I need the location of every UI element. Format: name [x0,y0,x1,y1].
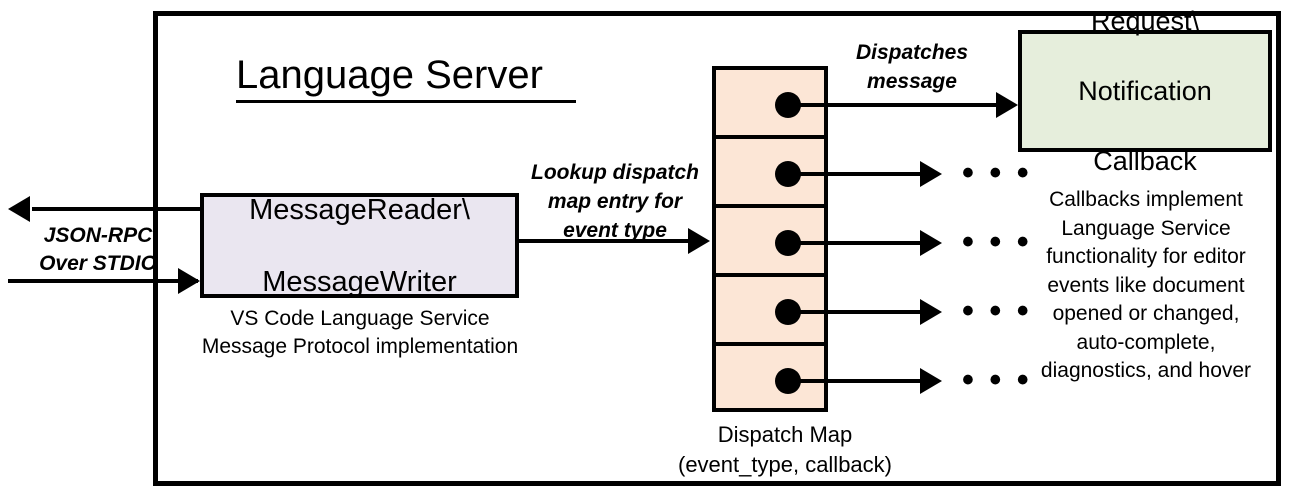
outbound-arrow-head [8,196,30,222]
message-caption-line1: VS Code Language Service [230,307,490,330]
lookup-label-line1: Lookup dispatch [531,161,699,184]
dispatch-map-cell-4[interactable] [716,277,824,346]
transport-label: JSON-RPC Over STDIO [18,222,178,278]
message-reader-writer-line1: MessageReader\ [249,193,470,226]
lookup-edge-label: Lookup dispatch map entry for event type [520,158,710,245]
callback-box-line2: Notification [1078,75,1212,106]
callback-caption-line1: Callbacks implement [1049,188,1243,211]
dispatch-label-line2: message [867,70,957,93]
message-caption-line2: Message Protocol implementation [201,335,519,358]
dispatch-edge-line-4 [795,310,923,314]
dispatch-edge-line-5 [795,379,923,383]
request-notification-callback-box[interactable]: Request\ Notification Callback [1018,6,1272,176]
dispatch-edge-line-2 [795,172,923,176]
dispatch-edge-arrow-1 [996,92,1018,118]
callback-box-caption: Callbacks implement Language Service fun… [1010,186,1282,386]
dispatch-map-cell-3[interactable] [716,208,824,277]
dispatch-edge-label: Dispatches message [832,38,992,96]
message-reader-writer-line2: MessageWriter [262,265,457,298]
outbound-transport-line [32,207,202,211]
dispatch-edge-arrow-4 [920,299,942,325]
callback-caption-line4: events like document [1047,273,1245,297]
dispatch-map-cell-1[interactable] [716,70,824,139]
callback-caption-line3: functionality for editor [1046,245,1246,268]
dispatch-edge-line-3 [795,241,923,245]
inbound-transport-line [8,279,198,283]
callback-caption-line2: Language Service [1061,216,1231,240]
message-reader-writer-caption: VS Code Language Service Message Protoco… [178,305,542,361]
dispatch-map-caption-line2: (event_type, callback) [678,452,892,477]
dispatch-ellipsis-2: • • • [962,154,1032,192]
callback-caption-line7: diagnostics, and hover [1040,359,1252,382]
dispatch-edge-line-1 [795,103,999,107]
language-server-frame [153,11,1281,486]
lookup-label-line2: map entry for [547,190,683,213]
lookup-edge-arrow-head [688,228,710,254]
callback-box-label: Request\ Notification Callback [1078,4,1212,179]
transport-label-line2: Over STDIO [39,252,157,275]
message-reader-writer-label: MessageReader\ MessageWriter [249,192,470,300]
dispatch-map-cell-2[interactable] [716,139,824,208]
dispatch-edge-arrow-2 [920,161,942,187]
callback-box-line3: Callback [1093,145,1197,176]
dispatch-map[interactable] [712,66,828,412]
inbound-arrow-head [178,268,200,294]
lookup-label-line3: event type [563,219,667,242]
lookup-edge-line [519,239,691,243]
callback-caption-line6: auto-complete, [1076,330,1216,354]
page-title: Language Server [236,52,576,103]
dispatch-edge-arrow-3 [920,230,942,256]
dispatch-label-line1: Dispatches [855,41,969,64]
dispatch-map-caption-line1: Dispatch Map [717,422,853,447]
dispatch-map-caption: Dispatch Map (event_type, callback) [640,420,930,480]
message-reader-writer-box[interactable]: MessageReader\ MessageWriter [200,193,519,298]
callback-box-line1: Request\ [1090,5,1200,36]
callback-caption-line5: opened or changed, [1052,302,1240,325]
transport-label-line1: JSON-RPC [43,224,153,247]
dispatch-edge-arrow-5 [920,368,942,394]
